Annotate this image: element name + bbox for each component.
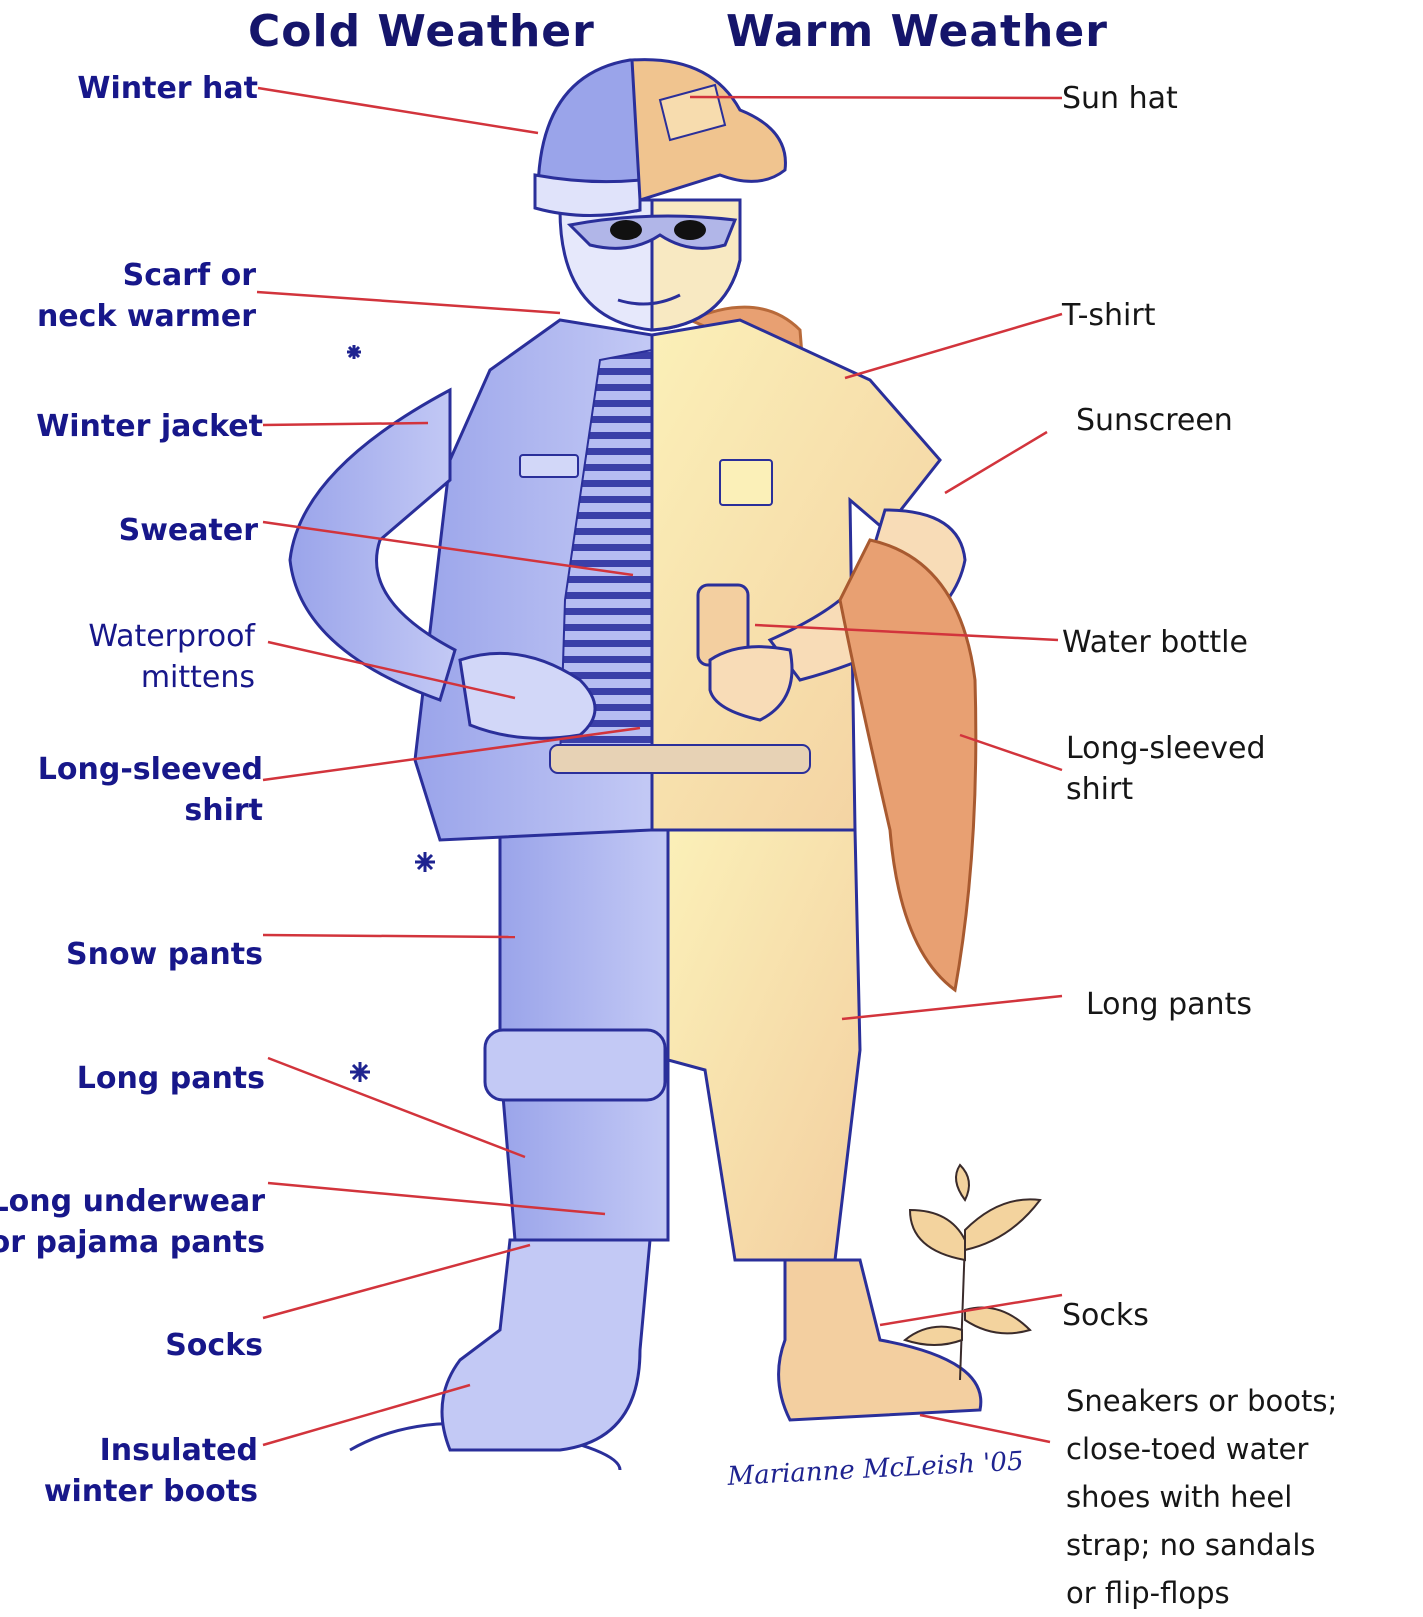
label-line: shirt xyxy=(38,790,263,831)
label-long-sleeved-shirt-warm: Long-sleeved shirt xyxy=(1066,728,1266,810)
label-line: shirt xyxy=(1066,769,1266,810)
label-line: Water bottle xyxy=(1062,622,1248,663)
label-line: Long-sleeved xyxy=(1066,728,1266,769)
label-winter-hat: Winter hat xyxy=(77,68,258,109)
label-line: Winter jacket xyxy=(36,406,263,447)
label-socks-cold: Socks xyxy=(165,1325,263,1366)
leader-line xyxy=(920,1415,1050,1442)
label-line: Scarf or xyxy=(37,255,256,296)
snow-pants-cuff xyxy=(485,1030,665,1100)
label-insulated-winter-boots: Insulated winter boots xyxy=(44,1430,258,1512)
artist-signature: Marianne McLeish '05 xyxy=(726,1447,1024,1493)
label-line: Sun hat xyxy=(1062,78,1178,119)
snowflake-icon xyxy=(415,852,435,872)
label-waterproof-mittens: Waterproof mittens xyxy=(88,616,255,698)
plant-drawing xyxy=(905,1165,1040,1380)
jacket-pocket xyxy=(520,455,578,477)
label-line: Socks xyxy=(165,1325,263,1366)
label-line: Long-sleeved xyxy=(38,749,263,790)
shirt-pocket xyxy=(720,460,772,505)
label-line: winter boots xyxy=(44,1471,258,1512)
warm-long-pants xyxy=(668,830,860,1260)
label-line: Sunscreen xyxy=(1076,400,1233,441)
label-sunscreen: Sunscreen xyxy=(1076,400,1233,441)
snowflake-icon xyxy=(350,1062,370,1082)
leader-line xyxy=(258,88,538,133)
insulated-winter-boot xyxy=(442,1240,650,1450)
label-scarf-or-neck-warmer: Scarf or neck warmer xyxy=(37,255,256,337)
label-line: Sweater xyxy=(119,510,258,551)
leader-line xyxy=(945,432,1047,493)
snowflake-icon xyxy=(347,345,361,359)
leader-line xyxy=(257,292,560,313)
label-line: T-shirt xyxy=(1062,295,1155,336)
label-line: close-toed water xyxy=(1066,1425,1337,1473)
label-line: strap; no sandals xyxy=(1066,1521,1337,1569)
leader-line xyxy=(263,1385,470,1445)
winter-hat-band xyxy=(535,175,640,216)
label-line: or pajama pants xyxy=(0,1222,265,1263)
label-long-pants-warm: Long pants xyxy=(1086,984,1252,1025)
label-line: Long pants xyxy=(77,1058,265,1099)
label-line: Insulated xyxy=(44,1430,258,1471)
label-line: Snow pants xyxy=(66,934,263,975)
label-water-bottle: Water bottle xyxy=(1062,622,1248,663)
label-winter-jacket: Winter jacket xyxy=(36,406,263,447)
draped-long-sleeved-shirt xyxy=(840,540,976,990)
label-line: Socks xyxy=(1062,1295,1149,1336)
label-line: Winter hat xyxy=(77,68,258,109)
leader-line xyxy=(690,97,1062,98)
leader-line xyxy=(263,935,515,937)
belt xyxy=(550,745,810,773)
label-line: mittens xyxy=(88,657,255,698)
label-sweater: Sweater xyxy=(119,510,258,551)
leader-line xyxy=(845,314,1062,378)
label-sneakers-or-boots: Sneakers or boots; close-toed water shoe… xyxy=(1066,1377,1337,1617)
label-t-shirt: T-shirt xyxy=(1062,295,1155,336)
label-line: Sneakers or boots; xyxy=(1066,1377,1337,1425)
leader-line xyxy=(263,1245,530,1318)
leader-line xyxy=(842,996,1062,1019)
label-long-underwear-or-pajama-pants: Long underwear or pajama pants xyxy=(0,1181,265,1263)
label-snow-pants: Snow pants xyxy=(66,934,263,975)
label-line: Long pants xyxy=(1086,984,1252,1025)
label-long-pants-cold: Long pants xyxy=(77,1058,265,1099)
label-socks-warm: Socks xyxy=(1062,1295,1149,1336)
label-line: neck warmer xyxy=(37,296,256,337)
label-line: Waterproof xyxy=(88,616,255,657)
label-line: shoes with heel xyxy=(1066,1473,1337,1521)
label-long-sleeved-shirt-cold: Long-sleeved shirt xyxy=(38,749,263,831)
label-sun-hat: Sun hat xyxy=(1062,78,1178,119)
label-line: or flip-flops xyxy=(1066,1569,1337,1617)
label-line: Long underwear xyxy=(0,1181,265,1222)
